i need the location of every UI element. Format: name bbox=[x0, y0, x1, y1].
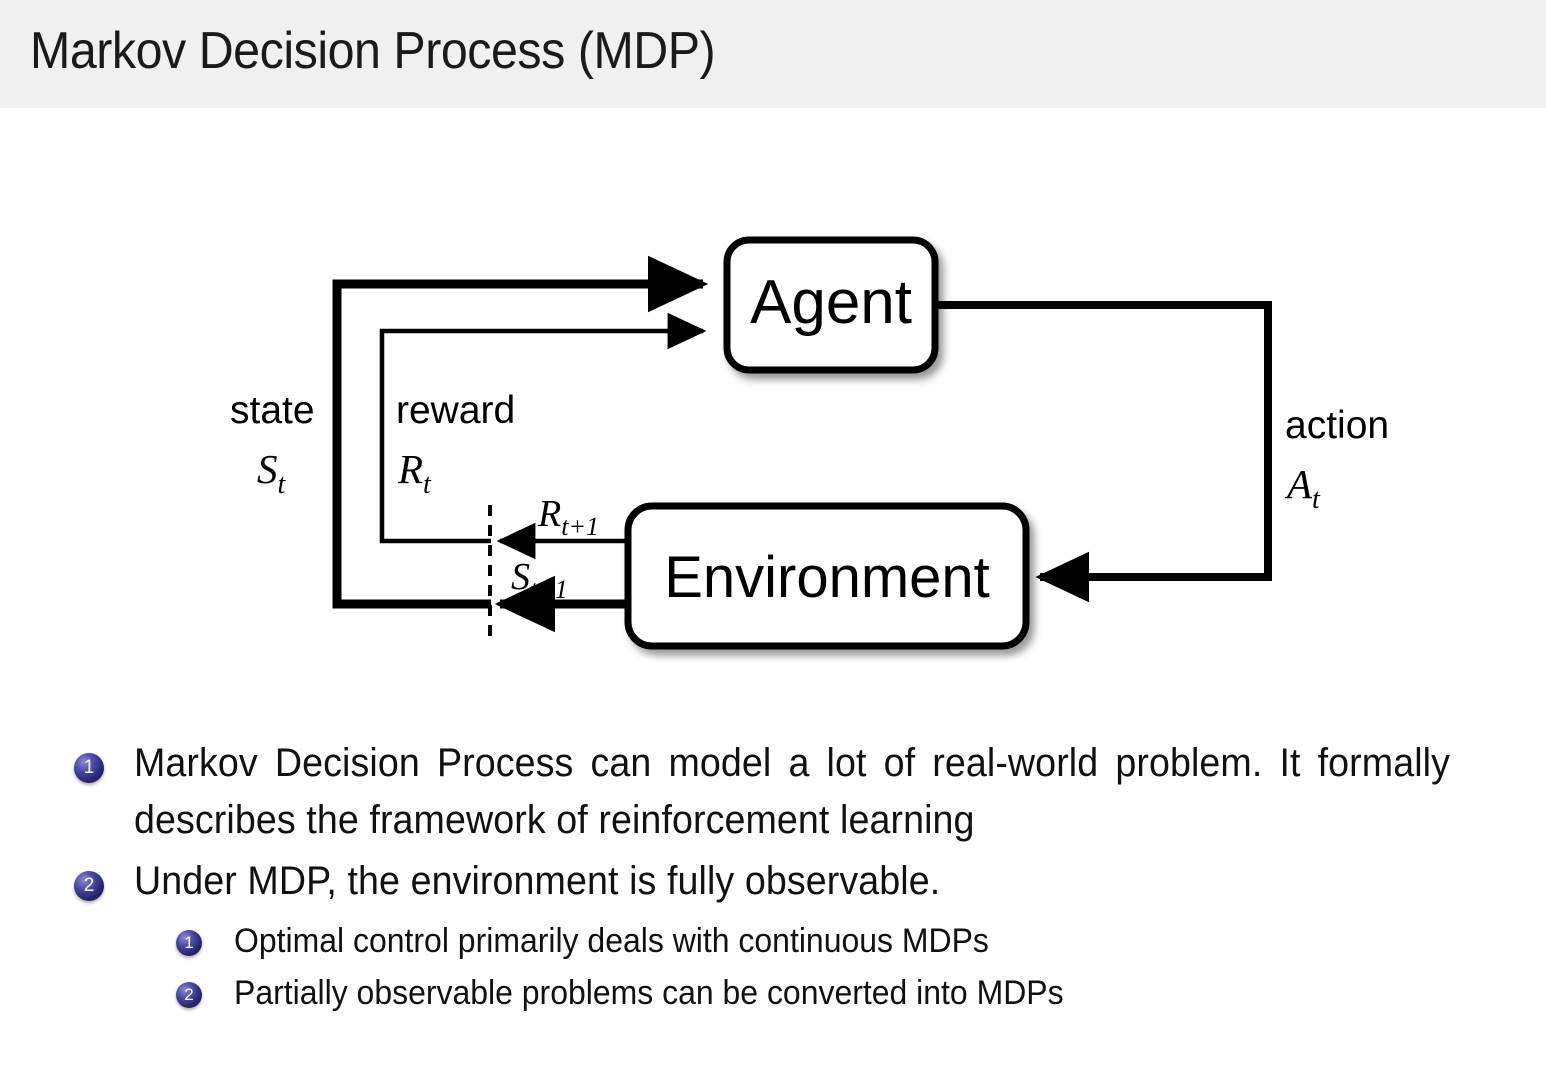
sub-bullet-number-badge: 2 bbox=[176, 982, 202, 1008]
state-label-symbol: St bbox=[257, 446, 287, 500]
sub-bullet-list: 1 Optimal control primarily deals with c… bbox=[134, 916, 1546, 1018]
sub-list-item[interactable]: 1 Optimal control primarily deals with c… bbox=[174, 916, 1546, 966]
state-label-word: state bbox=[230, 389, 315, 432]
sub-list-item[interactable]: 2 Partially observable problems can be c… bbox=[174, 968, 1546, 1018]
bullet-list: 1 Markov Decision Process can model a lo… bbox=[0, 735, 1546, 1022]
state-edge-path bbox=[332, 255, 709, 609]
bullet-number-badge: 2 bbox=[74, 871, 104, 901]
action-label-word: action bbox=[1285, 404, 1389, 447]
sub-bullet-number-badge: 1 bbox=[176, 930, 202, 956]
list-item-text: Markov Decision Process can model a lot … bbox=[134, 741, 1450, 842]
state-next-label: St+1 bbox=[511, 556, 568, 604]
slide-title-bar: Markov Decision Process (MDP) bbox=[0, 0, 1546, 108]
page-title: Markov Decision Process (MDP) bbox=[30, 22, 716, 80]
reward-edge-label: reward Rt bbox=[396, 389, 515, 500]
agent-node-label: Agent bbox=[750, 268, 912, 337]
reward-label-symbol: Rt bbox=[397, 446, 432, 500]
agent-node[interactable]: Agent bbox=[723, 236, 939, 374]
reward-label-word: reward bbox=[396, 389, 515, 432]
sub-list-item-text: Optimal control primarily deals with con… bbox=[234, 922, 989, 960]
action-label-symbol: At bbox=[1284, 461, 1321, 515]
mdp-loop-diagram: Agent Environment state St reward Rt act… bbox=[0, 108, 1546, 708]
state-edge-label: state St bbox=[230, 389, 315, 500]
list-item[interactable]: 2 Under MDP, the environment is fully ob… bbox=[0, 853, 1546, 1018]
list-item[interactable]: 1 Markov Decision Process can model a lo… bbox=[0, 735, 1546, 849]
reward-next-label: Rt+1 bbox=[537, 493, 599, 541]
list-item-text: Under MDP, the environment is fully obse… bbox=[134, 859, 941, 903]
reward-edge-path bbox=[379, 312, 707, 544]
action-edge-label: action At bbox=[1284, 404, 1389, 515]
environment-node[interactable]: Environment bbox=[624, 502, 1030, 650]
sub-list-item-text: Partially observable problems can be con… bbox=[234, 974, 1064, 1012]
environment-node-label: Environment bbox=[664, 545, 990, 610]
action-edge-path bbox=[935, 301, 1272, 603]
bullet-number-badge: 1 bbox=[74, 753, 104, 783]
